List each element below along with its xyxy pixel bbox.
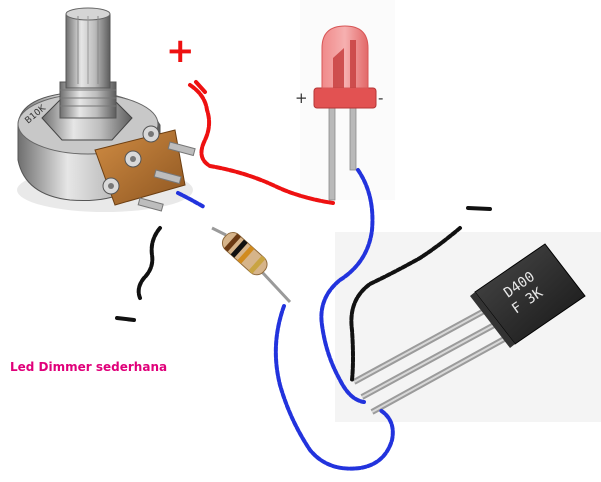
transistor: D400 F 3K	[335, 232, 601, 422]
wire-ground-pot	[136, 226, 162, 300]
led-minus-label: -	[378, 89, 383, 107]
resistor	[211, 226, 292, 304]
led	[300, 0, 395, 201]
led-plus-label: +	[295, 89, 308, 107]
wire-signal-pot	[176, 191, 206, 209]
ground-mark-left	[115, 316, 136, 322]
ground-mark-right	[466, 206, 492, 211]
potentiometer: B10K	[17, 7, 196, 212]
wire-positive-tick	[194, 80, 207, 94]
wire-signal-resistor	[273, 304, 395, 471]
diagram-caption: Led Dimmer sederhana	[10, 360, 168, 374]
wire-signal-led	[319, 168, 375, 404]
wire-positive	[188, 83, 335, 205]
wire-ground-transistor	[349, 226, 462, 382]
positive-mark: +	[166, 31, 195, 71]
